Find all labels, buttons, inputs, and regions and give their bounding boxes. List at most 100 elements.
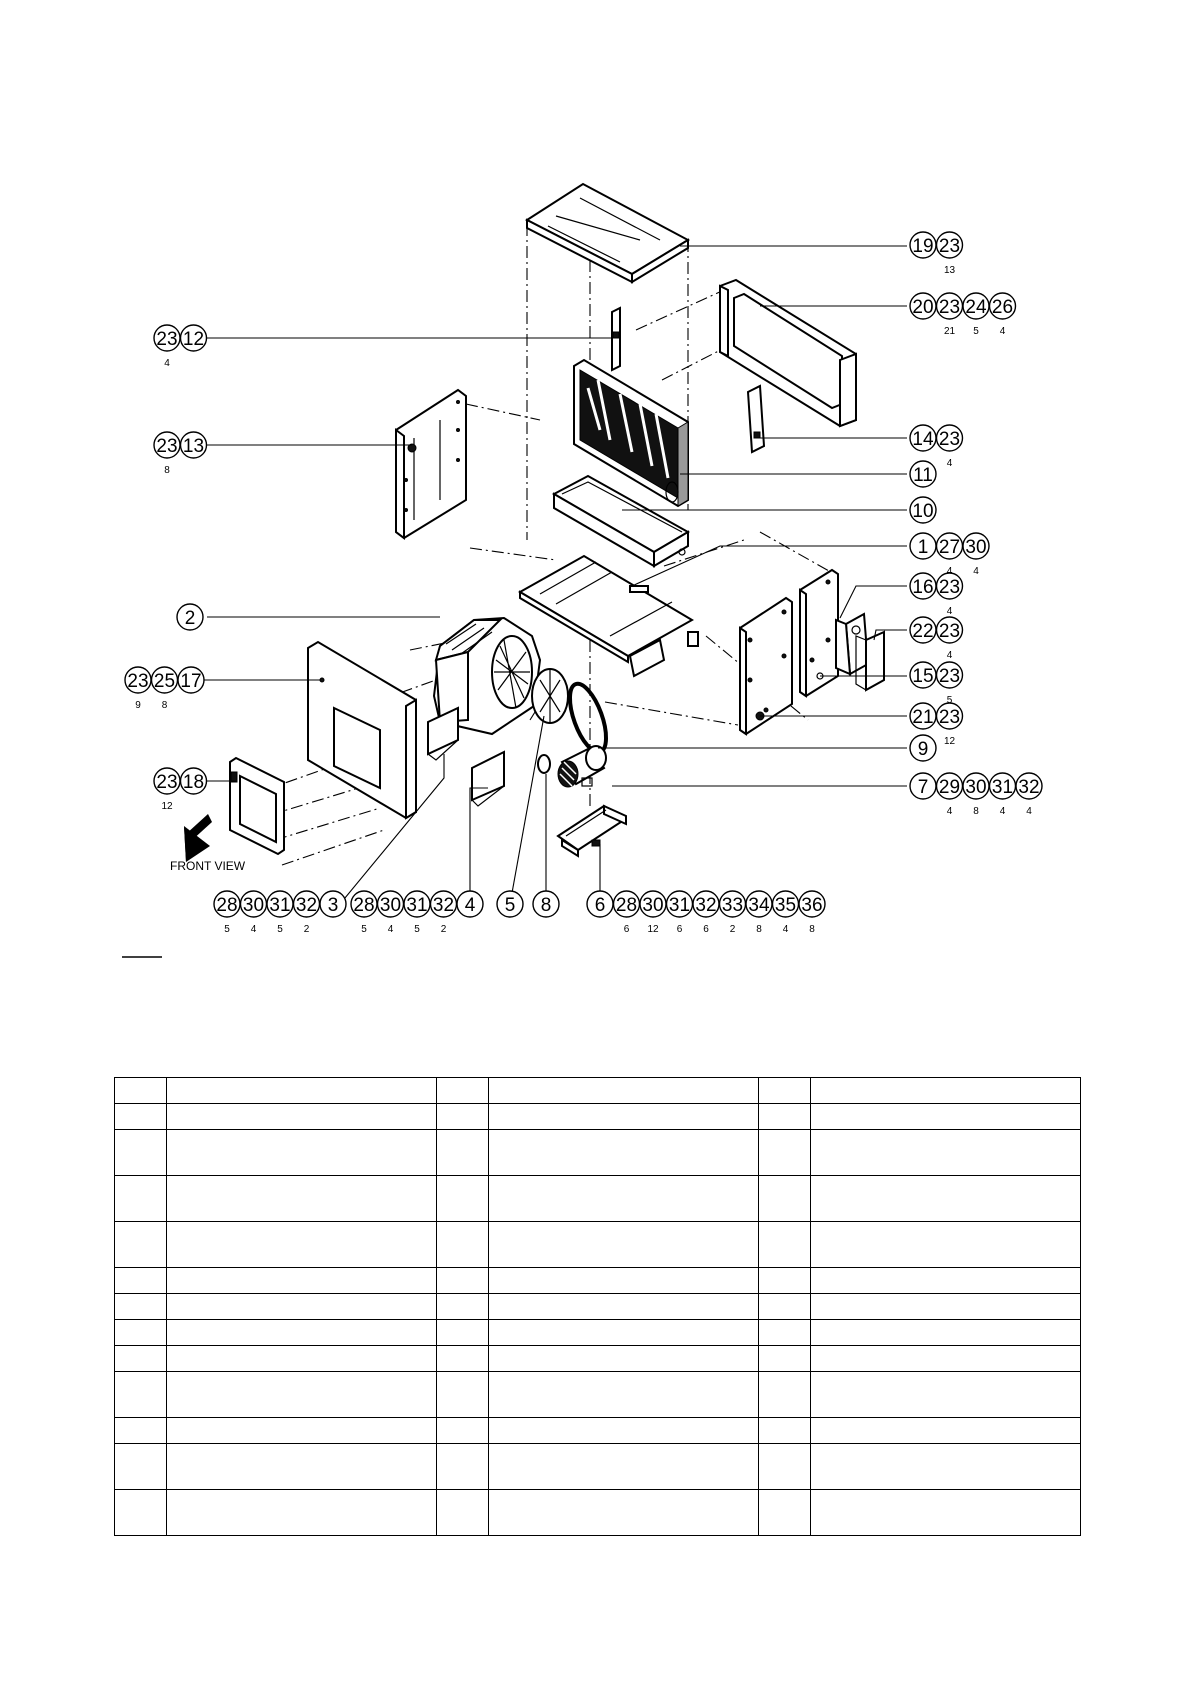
table-cell	[165, 1319, 437, 1346]
callout-number: 23	[939, 621, 960, 642]
callout-number: 12	[183, 329, 204, 350]
callout-quantity: 8	[162, 700, 168, 711]
table-cell	[165, 1077, 437, 1104]
callout-number: 31	[269, 895, 290, 916]
table-cell	[165, 1221, 437, 1268]
drain-pan-part	[551, 474, 691, 568]
duct-flange-part	[229, 756, 285, 856]
callout-bubble	[909, 496, 937, 524]
table-row	[114, 1293, 1082, 1320]
table-cell	[435, 1077, 489, 1104]
table-cell	[809, 1417, 1082, 1444]
callout-number: 23	[156, 436, 177, 457]
callout-number: 21	[912, 707, 933, 728]
callout-bubble	[909, 460, 937, 488]
table-cell	[114, 1077, 167, 1104]
table-cell	[435, 1443, 489, 1490]
table-row	[114, 1077, 1082, 1104]
callout-bubble	[1015, 772, 1043, 800]
motor-part	[557, 745, 607, 788]
leader-lines	[204, 245, 907, 905]
callout-number: 31	[992, 777, 1013, 798]
left-panel-part-13	[395, 388, 467, 540]
table-row	[114, 1443, 1082, 1490]
table-cell	[757, 1129, 811, 1176]
callout-number: 13	[183, 436, 204, 457]
callout-quantity: 6	[703, 924, 709, 935]
callout-quantity: 4	[947, 566, 953, 577]
callout-quantity: 6	[624, 924, 630, 935]
coil-part	[573, 358, 689, 508]
table-row	[114, 1103, 1082, 1130]
table-cell	[114, 1103, 167, 1130]
callout-number: 30	[965, 537, 986, 558]
callout-number: 32	[296, 895, 317, 916]
table-cell	[809, 1103, 1082, 1130]
table-cell	[757, 1175, 811, 1222]
callout-bubble	[532, 890, 560, 918]
callout-number: 33	[722, 895, 743, 916]
callout-bubble	[179, 324, 208, 352]
callout-quantity: 4	[947, 650, 953, 661]
callout-bubble	[935, 424, 964, 452]
callout-number: 30	[243, 895, 264, 916]
table-cell	[487, 1443, 759, 1490]
table-cell	[114, 1417, 167, 1444]
callout-quantity: 4	[947, 606, 953, 617]
callout-quantity: 2	[441, 924, 447, 935]
table-row	[114, 1417, 1082, 1444]
callout-number: 14	[912, 429, 934, 450]
table-cell	[809, 1077, 1082, 1104]
table-cell	[487, 1319, 759, 1346]
table-row	[114, 1489, 1082, 1536]
callout-quantity: 5	[277, 924, 283, 935]
callout-quantity: 8	[809, 924, 815, 935]
callout-number: 1	[918, 537, 929, 558]
callout-number: 32	[695, 895, 716, 916]
parts-table	[114, 1077, 1082, 1536]
callout-quantity: 8	[973, 806, 979, 817]
bracket-part-4	[471, 750, 505, 807]
callout-quantity: 4	[251, 924, 257, 935]
callout-quantity: 4	[388, 924, 394, 935]
table-row	[114, 1371, 1082, 1418]
callout-quantity: 13	[944, 265, 956, 276]
callout-bubble	[935, 661, 964, 689]
callout-bubble	[935, 572, 964, 600]
table-cell	[487, 1129, 759, 1176]
table-cell	[114, 1371, 167, 1418]
table-cell	[165, 1443, 437, 1490]
callout-number: 32	[1018, 777, 1039, 798]
table-cell	[165, 1417, 437, 1444]
callout-quantity: 5	[224, 924, 230, 935]
table-cell	[165, 1129, 437, 1176]
callout-number: 28	[216, 895, 237, 916]
base-frame-part	[518, 554, 699, 678]
table-cell	[114, 1489, 167, 1536]
callout-number: 35	[775, 895, 796, 916]
callout-quantity: 21	[944, 326, 956, 337]
blower-housing-part	[432, 616, 542, 736]
table-cell	[809, 1443, 1082, 1490]
callout-number: 25	[154, 671, 175, 692]
table-cell	[114, 1443, 167, 1490]
table-cell	[165, 1267, 437, 1294]
table-cell	[757, 1489, 811, 1536]
table-cell	[809, 1371, 1082, 1418]
callout-bubble	[176, 603, 204, 631]
table-cell	[114, 1293, 167, 1320]
fan-pulley-part	[531, 668, 569, 724]
table-row	[114, 1175, 1082, 1222]
callout-quantity: 9	[135, 700, 141, 711]
table-cell	[435, 1489, 489, 1536]
table-cell	[165, 1293, 437, 1320]
table-cell	[114, 1175, 167, 1222]
callout-number: 36	[801, 895, 822, 916]
callout-bubble	[935, 616, 964, 644]
table-cell	[809, 1345, 1082, 1372]
callout-quantity: 5	[973, 326, 979, 337]
callout-quantity: 2	[304, 924, 310, 935]
callout-number: 19	[912, 236, 933, 257]
callout-number: 2	[185, 608, 196, 629]
side-plate-part-14	[746, 384, 766, 454]
